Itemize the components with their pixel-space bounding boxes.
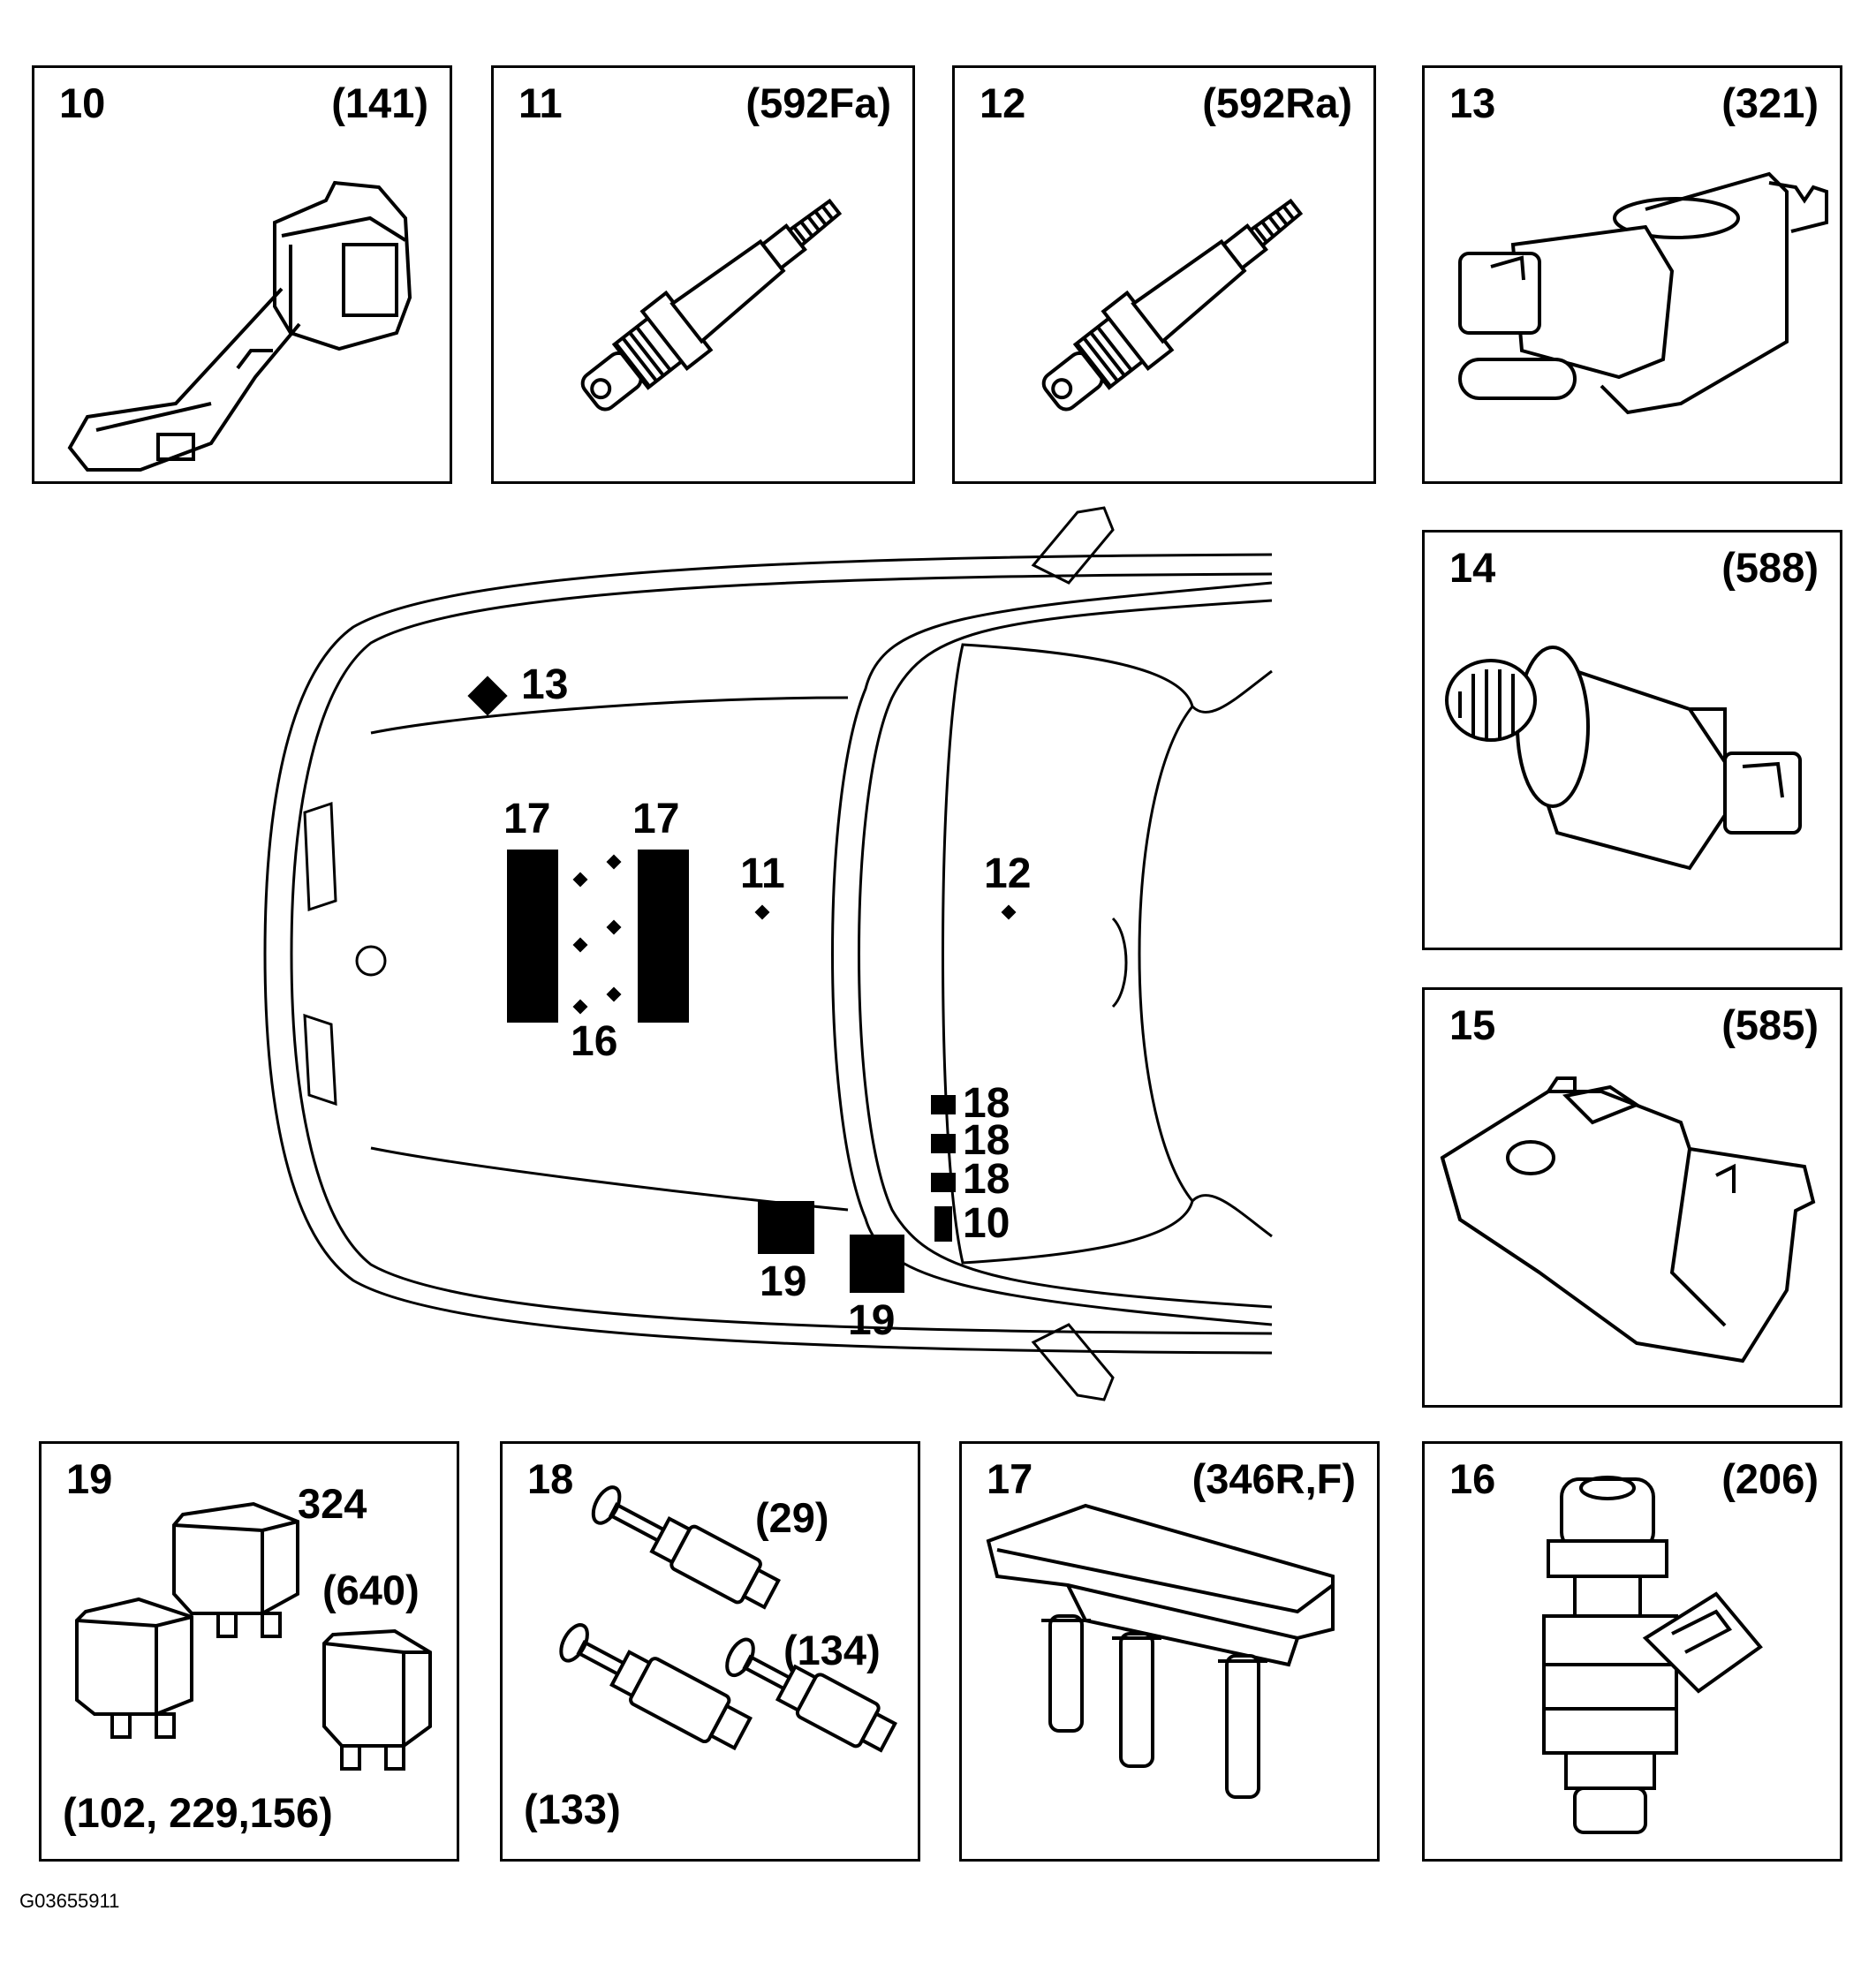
panel-code: (592Fa) <box>745 79 891 126</box>
panel-code: (321) <box>1721 79 1819 126</box>
relay-illustrations <box>75 1501 432 1771</box>
car-label-19-b: 19 <box>848 1297 896 1344</box>
panel-14-idle-air-valve: 14 (588) <box>1422 530 1842 950</box>
panel-number: 10 <box>59 79 106 126</box>
car-label-12: 12 <box>984 850 1032 897</box>
panel-number: 16 <box>1449 1455 1496 1502</box>
marker-18-a <box>931 1095 956 1114</box>
map-sensor-illustration <box>1440 1076 1816 1363</box>
marker-16-b <box>606 854 622 870</box>
marker-11 <box>754 904 770 920</box>
marker-16-f <box>606 986 622 1002</box>
panel-16-fuel-injector: 16 (206) <box>1422 1441 1842 1862</box>
marker-16-e <box>572 999 588 1015</box>
panel-19-relays: 19 324 (640) (102, 229,156) <box>39 1441 459 1862</box>
cruise-control-switch-illustration <box>67 180 412 472</box>
panel-10-cruise-control-switch: 10 (141) <box>32 65 452 484</box>
car-label-16: 16 <box>571 1018 618 1065</box>
marker-10 <box>934 1206 952 1242</box>
marker-17-right <box>638 850 689 1023</box>
marker-18-c <box>931 1173 956 1192</box>
marker-17-left <box>507 850 558 1023</box>
panel-number: 14 <box>1449 544 1496 591</box>
panel-12-rear-oxygen-sensor: 12 (592Ra) <box>952 65 1376 484</box>
ignition-coil-illustration <box>986 1503 1335 1799</box>
panel-code: (588) <box>1721 544 1819 591</box>
switch-code-29: (29) <box>755 1494 829 1541</box>
panel-number: 18 <box>527 1455 574 1502</box>
panel-code: (141) <box>331 79 428 126</box>
relay-code-102-229-156: (102, 229,156) <box>63 1789 333 1836</box>
panel-number: 15 <box>1449 1001 1496 1048</box>
panel-code: (585) <box>1721 1001 1819 1048</box>
brake-switch-illustrations <box>559 1485 897 1753</box>
car-label-17-left: 17 <box>503 796 551 842</box>
panel-15-map-sensor: 15 (585) <box>1422 987 1842 1408</box>
panel-18-brake-switches: 18 (29) (134) (133) <box>500 1441 920 1862</box>
marker-19-b <box>850 1235 904 1293</box>
marker-16-a <box>572 872 588 888</box>
panel-number: 13 <box>1449 79 1496 126</box>
oxygen-sensor-illustration <box>1041 198 1304 412</box>
car-label-19-a: 19 <box>760 1258 807 1305</box>
oxygen-sensor-illustration <box>580 198 843 412</box>
panel-code: (206) <box>1721 1455 1819 1502</box>
relay-code-324: 324 <box>298 1480 367 1527</box>
panel-code: (592Ra) <box>1202 79 1352 126</box>
relay-code-640: (640) <box>322 1567 420 1613</box>
marker-16-d <box>606 919 622 935</box>
figure-id: G03655911 <box>19 1890 120 1912</box>
marker-18-b <box>931 1134 956 1153</box>
idle-air-valve-illustration <box>1445 646 1802 871</box>
marker-16-c <box>572 937 588 953</box>
car-label-10: 10 <box>963 1200 1010 1247</box>
panel-11-front-oxygen-sensor: 11 (592Fa) <box>491 65 915 484</box>
panel-number: 19 <box>66 1455 113 1502</box>
panel-code: (346R,F) <box>1191 1455 1356 1502</box>
car-label-11: 11 <box>740 850 785 897</box>
car-label-18-c: 18 <box>963 1156 1010 1203</box>
purge-valve-illustration <box>1458 171 1828 415</box>
panel-number: 12 <box>980 79 1026 126</box>
panel-13-purge-valve: 13 (321) <box>1422 65 1842 484</box>
switch-code-133: (133) <box>524 1786 621 1832</box>
car-label-18-a: 18 <box>963 1080 1010 1127</box>
panel-number: 11 <box>518 79 563 126</box>
car-label-18-b: 18 <box>963 1117 1010 1164</box>
car-label-17-right: 17 <box>632 796 680 842</box>
fuel-injector-illustration <box>1542 1476 1763 1834</box>
switch-code-134: (134) <box>783 1627 881 1673</box>
marker-13 <box>467 676 508 716</box>
panel-number: 17 <box>987 1455 1033 1502</box>
panel-17-ignition-coil: 17 (346R,F) <box>959 1441 1380 1862</box>
marker-12 <box>1001 904 1017 920</box>
marker-19-a <box>758 1201 814 1254</box>
car-label-13: 13 <box>521 661 569 708</box>
